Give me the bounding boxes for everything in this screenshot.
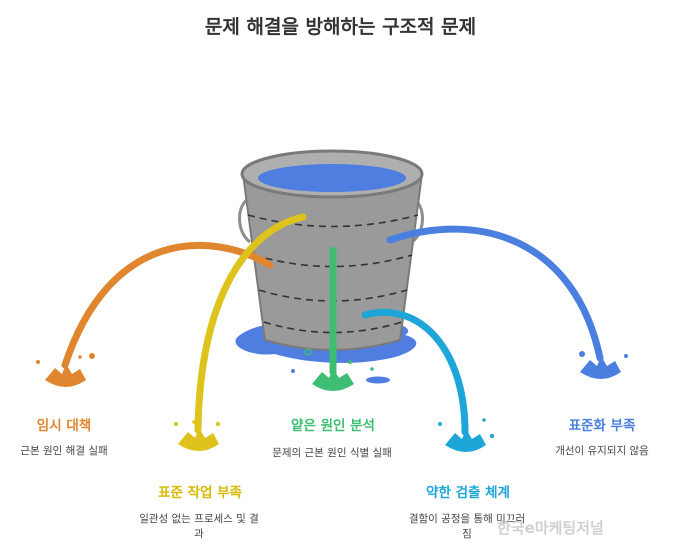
page-title: 문제 해결을 방해하는 구조적 문제 [204,16,477,38]
stream-standard-work [194,213,307,434]
label-standardization: 표준화 부족 [568,418,636,434]
splash-temporary-fix [36,353,95,387]
bucket-water [258,164,406,192]
splash-detection [438,418,495,452]
label-detection: 약한 검출 체계 [426,485,510,501]
stream-standardization [386,225,604,362]
watermark: 한국e마케팅저널 [497,519,604,537]
splash-standardization [579,351,628,379]
desc-standard-work: 일관성 없는 프로세스 및 결과 [139,513,259,540]
stream-detection [361,308,469,436]
spray-dots [291,367,374,373]
desc-standardization: 개선이 유지되지 않음 [555,445,649,457]
label-temporary-fix: 임시 대책 [36,418,92,434]
label-standard-work: 표준 작업 부족 [158,485,242,501]
water-drop [366,376,390,384]
label-root-cause: 얕은 원인 분석 [291,418,375,434]
desc-temporary-fix: 근본 원인 해결 실패 [20,445,108,457]
splash-root-cause [304,348,354,391]
splash-standard-work [174,420,221,451]
desc-root-cause: 문제의 근본 원인 식별 실패 [272,447,392,459]
leak-streams [61,213,604,436]
desc-detection: 결함이 공정을 통해 미끄러짐 [408,513,526,540]
